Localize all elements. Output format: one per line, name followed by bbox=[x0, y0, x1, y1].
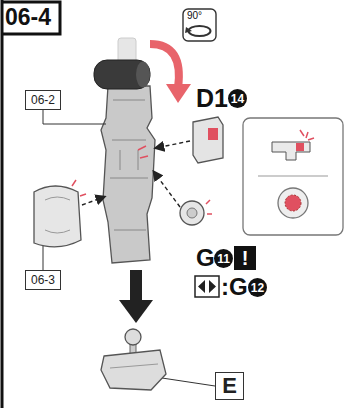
side-part bbox=[34, 186, 81, 247]
runner-code: G bbox=[196, 246, 215, 270]
part-detail bbox=[45, 197, 70, 233]
fit-mark bbox=[300, 130, 314, 140]
swap-icon bbox=[195, 276, 219, 297]
ball-joint bbox=[125, 329, 141, 345]
step-number: 06-4 bbox=[5, 6, 51, 29]
part-label-box: 06-3 bbox=[25, 270, 61, 290]
part-label: E bbox=[222, 373, 237, 399]
fit-mark bbox=[72, 180, 86, 196]
part-detail bbox=[110, 364, 158, 368]
part-label: 06-3 bbox=[31, 273, 55, 287]
fit-mark bbox=[208, 128, 218, 140]
rotation-arrow bbox=[150, 44, 179, 88]
detail-piece bbox=[272, 142, 310, 160]
assembly-arrow-head bbox=[119, 300, 153, 323]
swap-icon-arrows bbox=[198, 280, 216, 293]
detail-round-piece bbox=[278, 188, 308, 218]
angle-label: 90° bbox=[187, 11, 202, 21]
fit-mark bbox=[285, 195, 301, 211]
part-label: 06-2 bbox=[31, 93, 55, 107]
header-frame bbox=[2, 2, 60, 34]
leg-frame-part bbox=[101, 86, 155, 263]
panel-border bbox=[1, 0, 4, 408]
leader-line bbox=[162, 378, 215, 386]
callout-number: 11 bbox=[214, 249, 233, 268]
assembly-arrow bbox=[130, 270, 142, 302]
dashed-arrow bbox=[154, 172, 180, 207]
runner-code: D1 bbox=[196, 86, 228, 111]
fit-mark bbox=[206, 200, 212, 214]
inset-divider bbox=[258, 176, 328, 177]
fit-mark bbox=[138, 146, 148, 158]
cylinder-part bbox=[94, 60, 150, 89]
part-label-box: 06-2 bbox=[25, 90, 61, 110]
callout-number: 12 bbox=[248, 278, 267, 297]
foot-part bbox=[101, 350, 166, 390]
part-detail bbox=[110, 100, 148, 230]
callout-number: 14 bbox=[228, 89, 247, 108]
round-part bbox=[180, 201, 204, 225]
leader-line bbox=[43, 110, 106, 124]
round-part-center bbox=[187, 208, 197, 218]
rotate-icon-head bbox=[185, 27, 192, 33]
dashed-arrow bbox=[82, 197, 104, 205]
dashed-arrow bbox=[156, 141, 190, 148]
small-part bbox=[193, 117, 223, 163]
rotation-arrow-head bbox=[166, 84, 191, 103]
runner-code: :G bbox=[221, 275, 248, 299]
leader-line bbox=[43, 246, 44, 270]
rotate-icon bbox=[183, 9, 216, 41]
fit-mark bbox=[296, 143, 304, 151]
part-label-box: E bbox=[215, 372, 244, 400]
caution-mark: ! bbox=[234, 246, 256, 270]
detail-inset bbox=[243, 118, 343, 235]
cylinder-end bbox=[136, 62, 150, 88]
